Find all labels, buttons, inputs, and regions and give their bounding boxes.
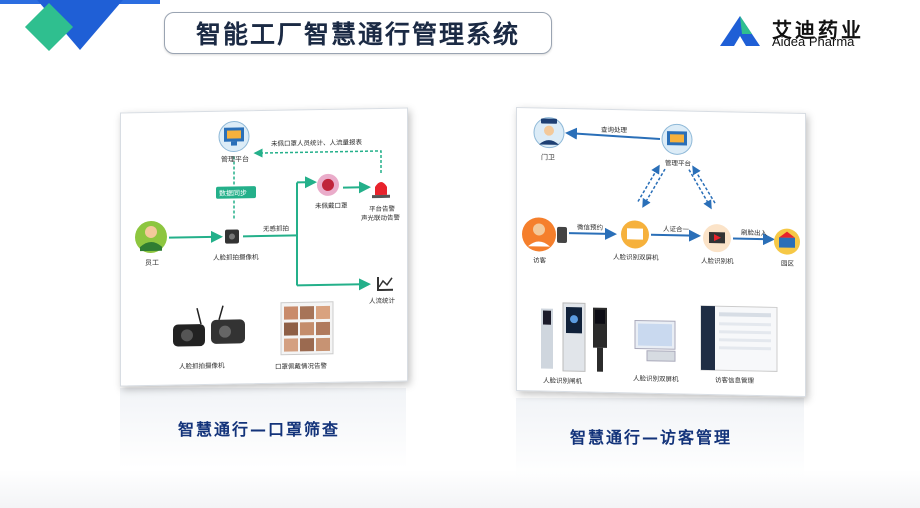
stats-chart-icon <box>377 276 393 292</box>
camera-label: 人脸抓拍摄像机 <box>213 253 259 262</box>
stats-label: 人流统计 <box>369 296 395 306</box>
no-mask-face-icon <box>317 173 339 196</box>
page-title: 智能工厂智慧通行管理系统 <box>164 12 552 54</box>
platform-monitor-icon <box>661 123 693 155</box>
camera-product-image <box>173 305 245 347</box>
platform-label: 管理平台 <box>665 159 691 168</box>
face-camera-icon <box>225 229 239 244</box>
platform-monitor-icon <box>218 121 250 153</box>
brand-name-en: Aidea Pharma <box>772 34 855 49</box>
visitor-label: 访客 <box>533 256 546 265</box>
pass-label: 刷脸出入 <box>741 228 767 238</box>
face-device-icon <box>703 224 731 253</box>
employee-label: 员工 <box>145 258 159 268</box>
brand-name-cn: 艾迪药业 <box>772 18 864 42</box>
visitor-system-screen-image <box>700 305 778 372</box>
visitor-caption: 智慧通行—访客管理 <box>570 428 733 447</box>
guard-icon <box>533 117 565 149</box>
guard-label: 门卫 <box>541 153 555 162</box>
mask-caption: 智慧通行—口罩筛查 <box>178 420 341 439</box>
visitor-management-panel: 门卫 管理平台 查询处理 访客 微信预约 人脸识别双屏机 人证合一 人脸识别机 … <box>516 106 806 398</box>
cam-product-label: 人脸抓拍摄像机 <box>179 361 225 371</box>
site-label: 园区 <box>781 259 794 268</box>
face-gate-product-image <box>541 302 607 372</box>
dual-screen-device-icon <box>621 220 649 249</box>
alert-product-label: 口罩佩戴情况告警 <box>275 361 327 371</box>
sync-box <box>216 186 256 199</box>
platform-label: 管理平台 <box>221 155 249 164</box>
product2-label: 人脸识别双屏机 <box>633 374 679 384</box>
panel-reflection <box>120 388 406 468</box>
dual-screen-product-image <box>634 319 676 362</box>
alarm-light-icon <box>372 181 390 199</box>
mask-screening-panel: 管理平台 数据同步 员工 人脸抓拍摄像机 无感抓拍 未佩戴口罩 平台告警 声光联… <box>120 107 408 387</box>
aidea-logo-icon <box>720 16 760 46</box>
sync-label: 数据同步 <box>219 189 247 198</box>
no-sense-label: 无感抓拍 <box>263 224 289 234</box>
product3-label: 访客信息管理 <box>715 376 754 385</box>
alarm-label-2: 声光联动告警 <box>361 213 400 223</box>
wechat-label: 微信预约 <box>577 223 603 232</box>
no-mask-label: 未佩戴口罩 <box>315 201 348 211</box>
top-flow-label: 未佩口罩人员统计、人流量报表 <box>271 138 362 148</box>
site-building-icon <box>774 228 800 255</box>
alert-screen-image <box>280 301 334 356</box>
device2-label: 人脸识别机 <box>701 256 734 266</box>
cert-label: 人证合一 <box>663 225 689 234</box>
visitor-flow-diagram <box>522 117 800 372</box>
panel-reflection <box>516 398 804 478</box>
employee-avatar-icon <box>135 220 167 253</box>
query-label: 查询处理 <box>601 125 627 135</box>
mask-flow-diagram <box>135 121 393 356</box>
product1-label: 人脸识别闸机 <box>543 376 582 386</box>
device1-label: 人脸识别双屏机 <box>613 252 659 262</box>
visitor-avatar-icon <box>522 217 567 252</box>
